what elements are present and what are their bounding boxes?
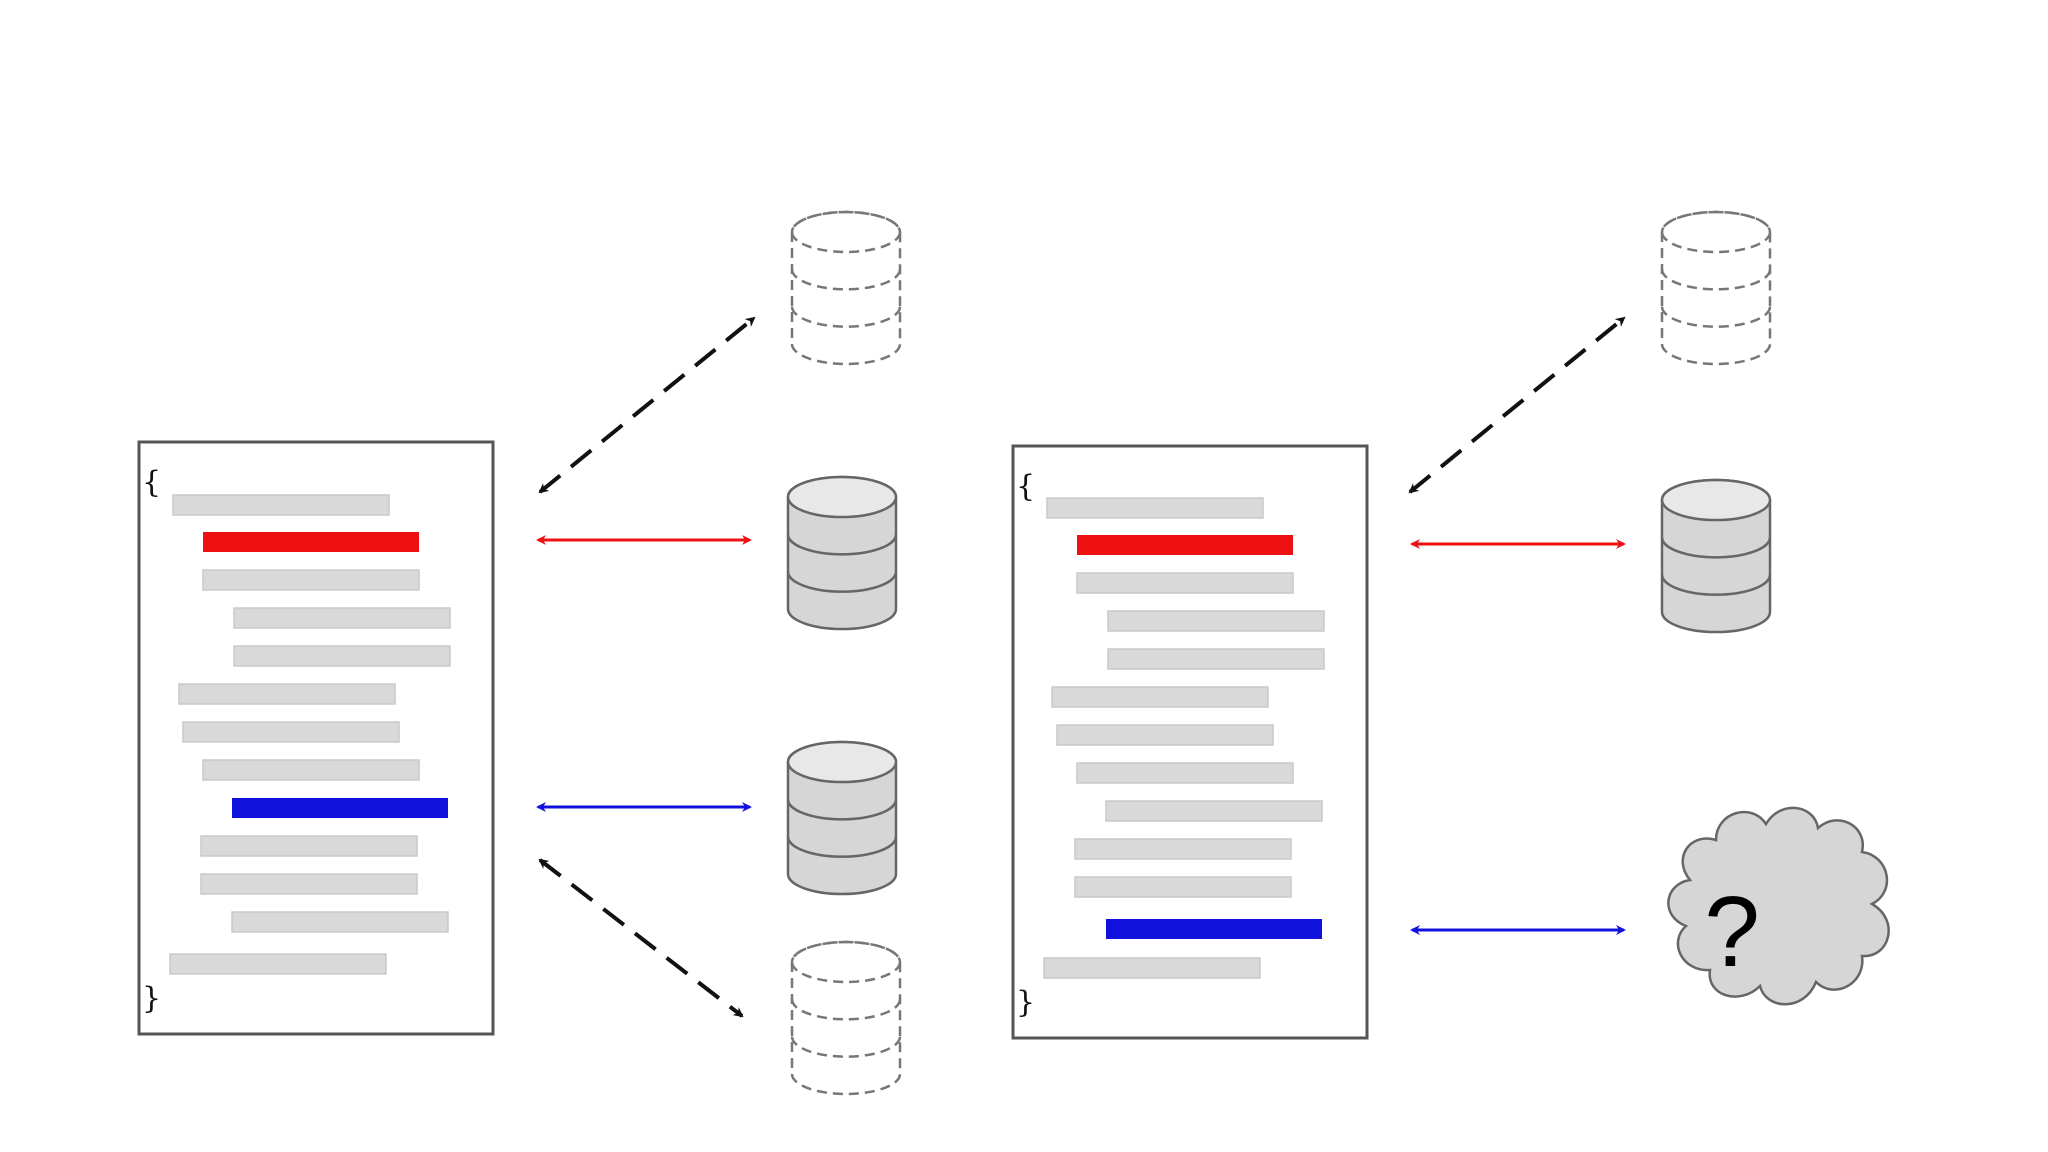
database-ring	[790, 269, 902, 291]
question-mark: ?	[1704, 876, 1760, 988]
code-line	[1043, 957, 1261, 979]
database-lid	[790, 940, 902, 984]
code-line	[202, 569, 420, 591]
dashed-database-icon	[1660, 210, 1772, 366]
dashed-double-arrow	[538, 316, 756, 494]
highlighted-line-red	[203, 532, 419, 552]
database-lid	[786, 740, 898, 784]
code-line	[231, 911, 449, 933]
highlighted-line-red	[1077, 535, 1293, 555]
cloud-icon: ?	[1667, 806, 1890, 1006]
code-line	[1076, 572, 1294, 594]
database-body	[790, 210, 902, 366]
left-arrows	[536, 316, 756, 1018]
cloud-shape	[1667, 806, 1890, 1006]
code-line	[1056, 724, 1274, 746]
code-line	[182, 721, 400, 743]
database-lid	[786, 475, 898, 519]
database-icon	[786, 740, 898, 896]
code-line	[178, 683, 396, 705]
document-lines	[169, 494, 451, 975]
document-right: { }	[1011, 444, 1369, 1040]
database-ring	[790, 306, 902, 328]
database-ring	[1660, 537, 1772, 559]
code-line	[1107, 648, 1325, 670]
code-line	[1046, 497, 1264, 519]
database-lid	[1660, 478, 1772, 522]
dashed-database-icon	[790, 210, 902, 366]
code-line	[233, 607, 451, 629]
code-line	[1107, 610, 1325, 632]
code-line	[1074, 838, 1292, 860]
code-line	[202, 759, 420, 781]
database-ring	[1660, 306, 1772, 328]
database-ring	[1660, 574, 1772, 596]
code-line	[200, 835, 418, 857]
database-ring	[786, 571, 898, 593]
code-line	[1076, 762, 1294, 784]
database-lid	[1660, 210, 1772, 254]
database-lid	[790, 210, 902, 254]
database-icon	[786, 475, 898, 631]
code-line	[200, 873, 418, 895]
close-brace: }	[1016, 985, 1035, 1020]
code-line	[1051, 686, 1269, 708]
database-body	[790, 940, 902, 1096]
open-brace: {	[142, 465, 161, 500]
code-line	[172, 494, 390, 516]
database-ring	[790, 1036, 902, 1058]
code-line	[233, 645, 451, 667]
highlighted-line-blue	[232, 798, 448, 818]
database-icon	[1660, 478, 1772, 634]
database-ring	[786, 836, 898, 858]
database-ring	[786, 534, 898, 556]
database-ring	[786, 799, 898, 821]
dashed-database-icon	[790, 940, 902, 1096]
code-line	[1074, 876, 1292, 898]
code-line	[169, 953, 387, 975]
open-brace: {	[1016, 469, 1035, 504]
database-body	[1660, 210, 1772, 366]
close-brace: }	[142, 981, 161, 1016]
document-left: { }	[137, 440, 495, 1036]
document-lines	[1043, 497, 1325, 979]
dashed-double-arrow	[538, 858, 744, 1018]
right-arrows	[1408, 316, 1626, 935]
database-ring	[790, 999, 902, 1021]
database-ring	[1660, 269, 1772, 291]
code-line	[1105, 800, 1323, 822]
dashed-double-arrow	[1408, 316, 1626, 494]
highlighted-line-blue	[1106, 919, 1322, 939]
